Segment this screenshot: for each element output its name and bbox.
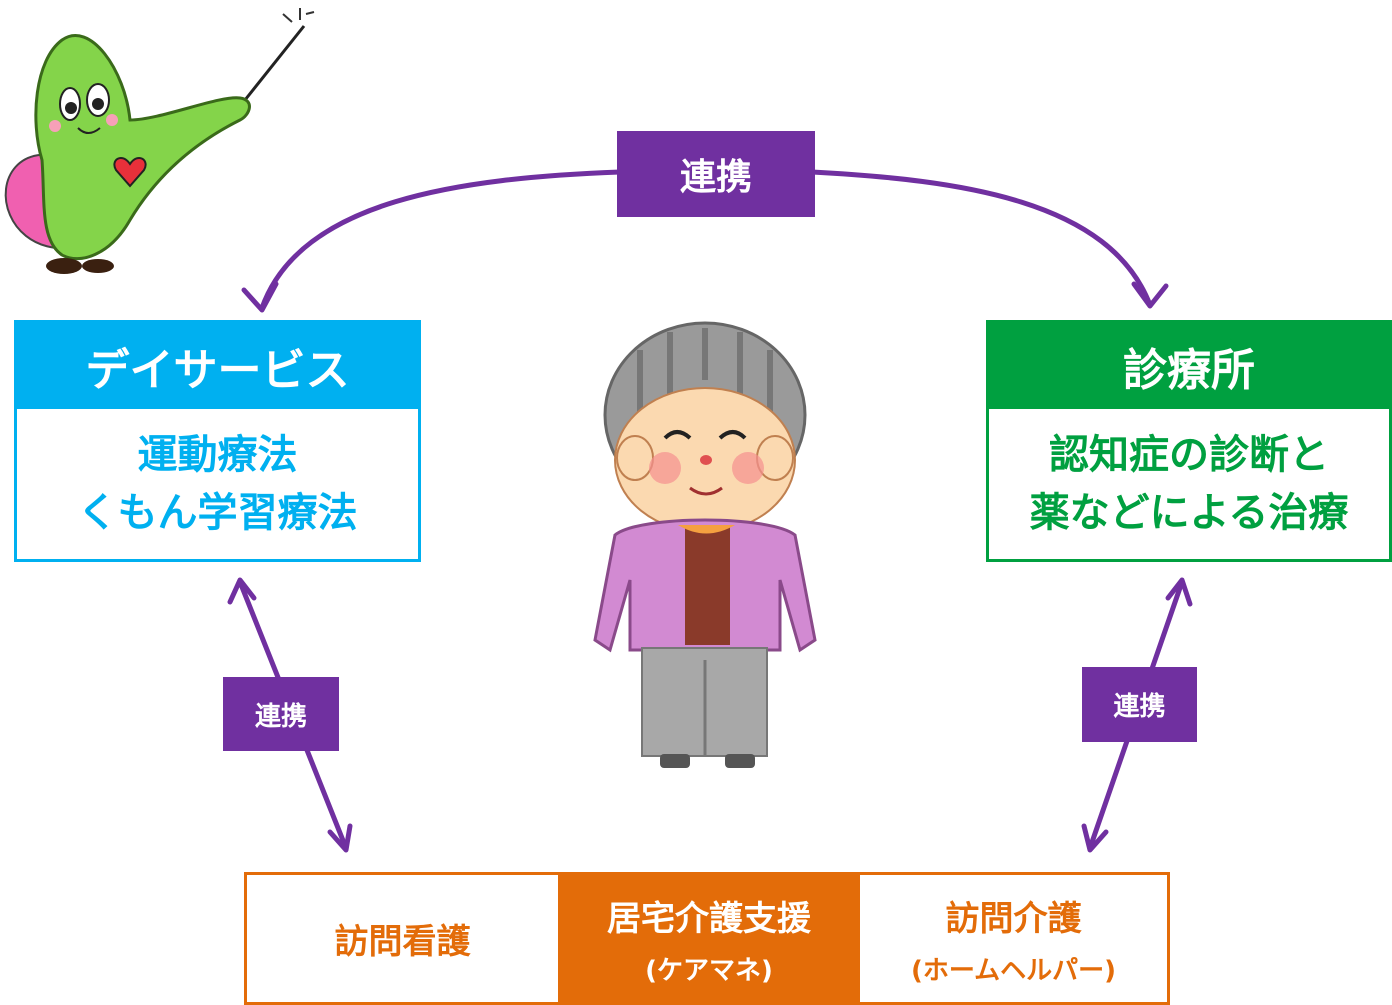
clinic-header: 診療所 bbox=[989, 323, 1389, 409]
day-service-line: くもん学習療法 bbox=[77, 490, 358, 536]
left-down-arrowhead bbox=[327, 823, 353, 853]
day-service-body: 運動療法 くもん学習療法 bbox=[17, 409, 418, 559]
heart-icon bbox=[113, 156, 147, 188]
clinic-title: 診療所 bbox=[1123, 345, 1255, 396]
visiting-care-sub: (ホームヘルパー) bbox=[911, 955, 1116, 986]
clinic-line: 認知症の診断と bbox=[1049, 432, 1329, 478]
left-link-badge: 連携 bbox=[223, 677, 339, 751]
top-right-arrowhead bbox=[1131, 281, 1169, 309]
day-service-box: デイサービス 運動療法 くもん学習療法 bbox=[14, 320, 421, 562]
clinic-box: 診療所 認知症の診断と 薬などによる治療 bbox=[986, 320, 1392, 562]
visiting-nursing-label: 訪問看護 bbox=[334, 922, 471, 962]
top-link-arc bbox=[259, 169, 1153, 311]
left-link-label: 連携 bbox=[254, 701, 307, 732]
right-link-label: 連携 bbox=[1113, 692, 1166, 722]
visiting-care-cell: 訪問介護 (ホームヘルパー) bbox=[860, 875, 1167, 1002]
sweater bbox=[685, 525, 730, 645]
day-service-header: デイサービス bbox=[17, 323, 418, 409]
visiting-care-label: 訪問介護 bbox=[945, 898, 1082, 939]
top-link-badge: 連携 bbox=[617, 131, 815, 217]
clinic-body: 認知症の診断と 薬などによる治療 bbox=[989, 409, 1389, 559]
leaf-body bbox=[34, 34, 251, 261]
leaf-mascot-illustration bbox=[4, 8, 315, 274]
right-down-arrowhead bbox=[1081, 823, 1109, 853]
sparkle-icon bbox=[282, 8, 315, 23]
right-link-badge: 連携 bbox=[1082, 667, 1197, 742]
home-care-row: 訪問看護 居宅介護支援 (ケアマネ) 訪問介護 (ホームヘルパー) bbox=[244, 872, 1170, 1005]
care-support-cell: 居宅介護支援 (ケアマネ) bbox=[558, 875, 860, 1002]
top-left-arrowhead bbox=[241, 281, 279, 313]
visiting-nursing-cell: 訪問看護 bbox=[247, 875, 558, 1002]
right-up-arrowhead bbox=[1165, 577, 1193, 607]
day-service-line: 運動療法 bbox=[137, 432, 298, 478]
left-up-arrowhead bbox=[227, 577, 257, 605]
elderly-woman-illustration bbox=[593, 321, 817, 768]
care-support-sub: (ケアマネ) bbox=[645, 955, 773, 986]
care-support-label: 居宅介護支援 bbox=[607, 898, 811, 939]
top-link-label: 連携 bbox=[679, 157, 752, 198]
day-service-title: デイサービス bbox=[85, 345, 350, 396]
pointer-stick bbox=[243, 25, 306, 101]
clinic-line: 薬などによる治療 bbox=[1029, 490, 1349, 536]
